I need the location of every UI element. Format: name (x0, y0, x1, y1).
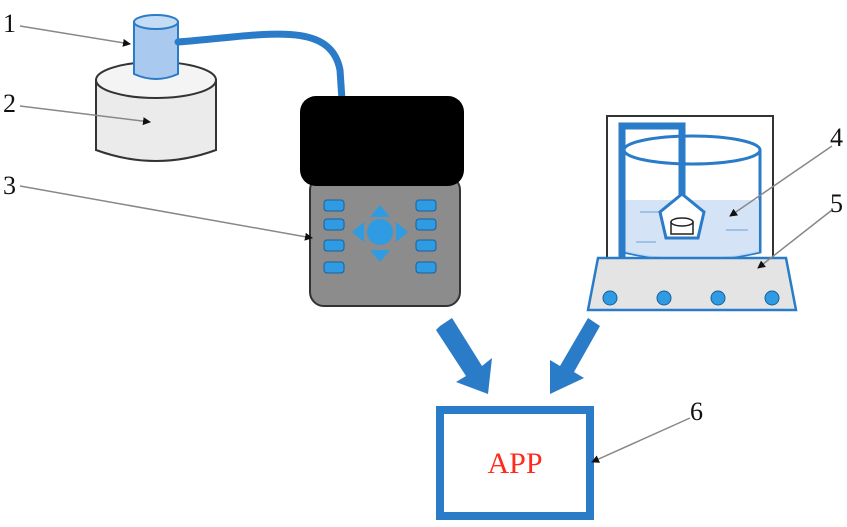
leader-4 (729, 145, 833, 217)
arrow-device-to-app (436, 318, 492, 394)
sample-cylinder (670, 217, 694, 235)
leader-3 (19, 185, 313, 241)
callout-1: 1 (3, 9, 16, 38)
beaker-apparatus (586, 115, 798, 312)
leader-lines (19, 25, 833, 463)
flow-arrows (436, 318, 600, 394)
device-buttons-right (415, 199, 437, 274)
device-dpad (352, 205, 408, 262)
callout-6: 6 (690, 397, 703, 426)
stirrer-base (586, 256, 798, 312)
leader-5 (757, 209, 833, 269)
leader-6 (591, 417, 691, 463)
callout-labels: 1 2 3 4 5 6 (3, 9, 843, 426)
cable (174, 30, 346, 104)
callout-2: 2 (3, 89, 16, 118)
leader-2 (19, 105, 151, 126)
callout-3: 3 (3, 171, 16, 200)
leader-1 (19, 25, 131, 47)
device-buttons-left (323, 199, 345, 274)
callout-4: 4 (830, 123, 843, 152)
arrow-beaker-to-app (550, 318, 600, 394)
probe-cylinder (133, 14, 179, 80)
app-label: APP (487, 447, 542, 480)
app-box: APP (436, 406, 594, 520)
handheld-device (300, 96, 464, 307)
callout-5: 5 (830, 189, 843, 218)
